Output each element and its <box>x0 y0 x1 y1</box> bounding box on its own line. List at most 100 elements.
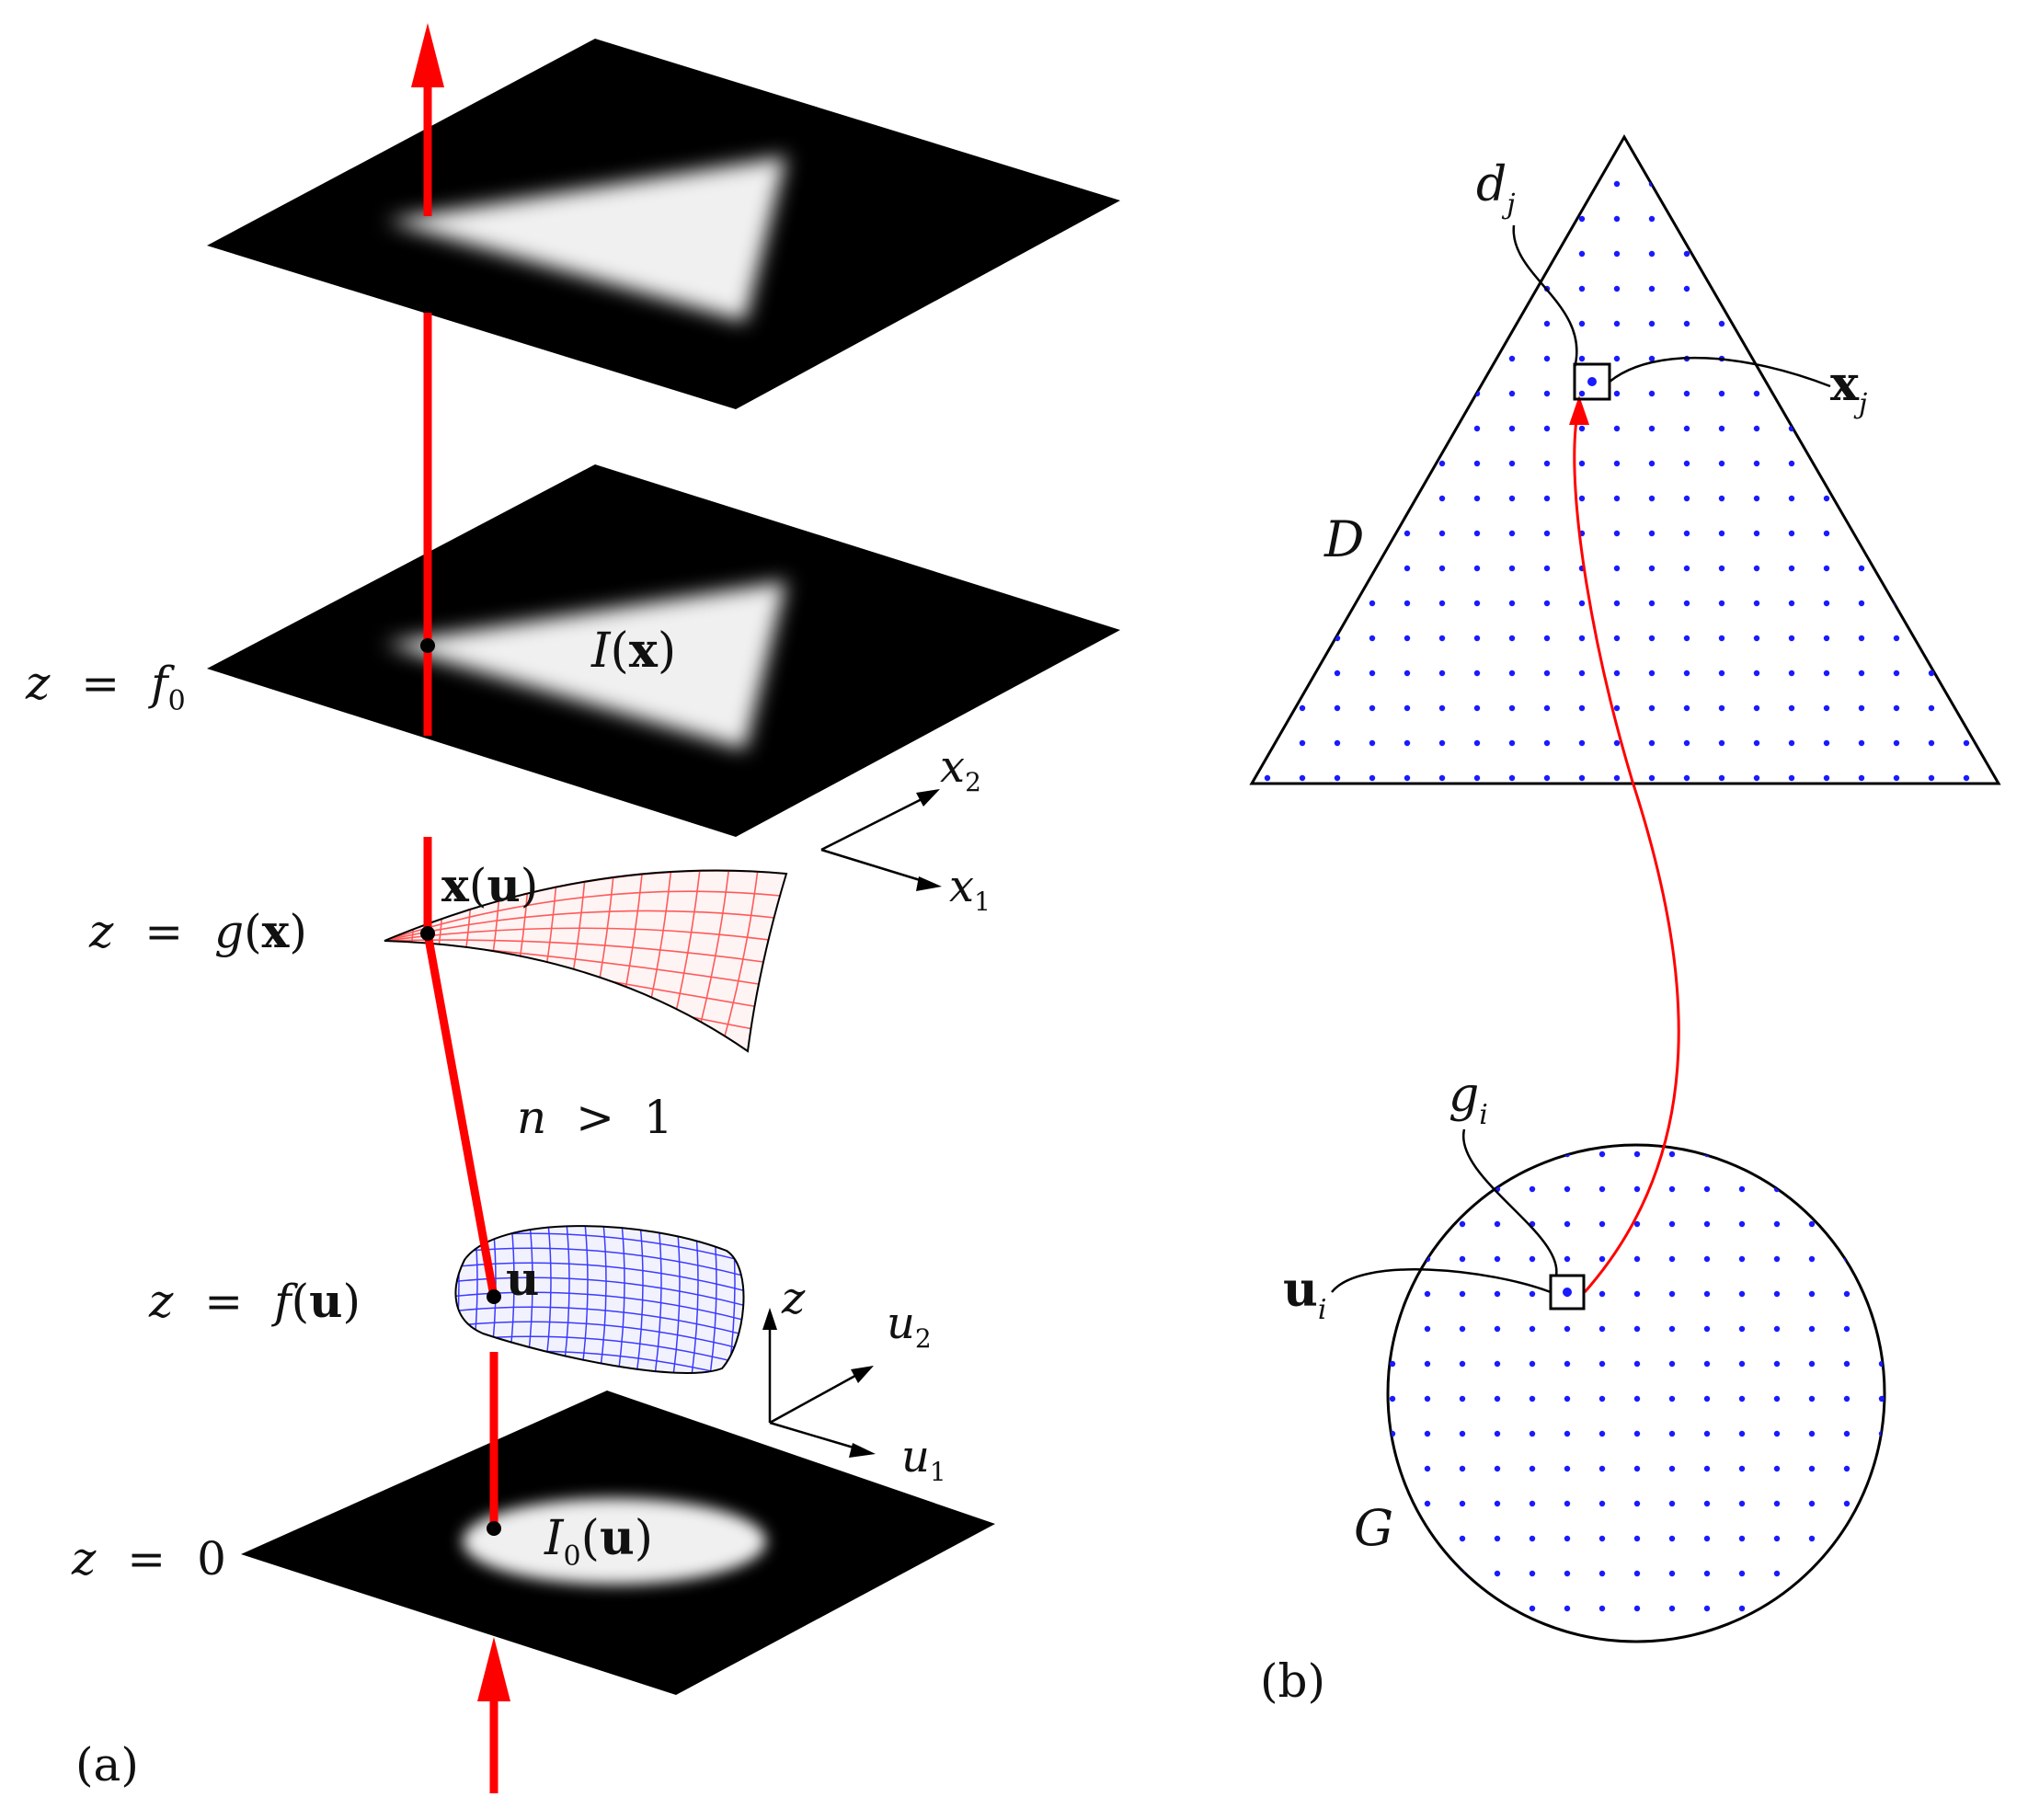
triangle-grid-dot <box>1753 530 1760 537</box>
triangle-grid-dot <box>1928 774 1935 782</box>
triangle-grid-dot <box>1369 495 1376 502</box>
triangle-grid-dot <box>1334 670 1341 677</box>
triangle-grid-dot <box>1648 530 1656 537</box>
triangle-grid-dot <box>1683 565 1690 572</box>
triangle-grid-dot <box>1264 495 1271 502</box>
circle-grid-dot <box>1633 1325 1641 1333</box>
circle-grid-dot <box>1703 1325 1711 1333</box>
circle-grid-dot <box>1668 1535 1676 1542</box>
triangle-grid-dot <box>1928 180 1935 188</box>
triangle-grid-dot <box>1858 600 1865 607</box>
triangle-grid-dot <box>1928 355 1935 362</box>
triangle-grid-dot <box>1683 739 1690 747</box>
circle-grid-dot <box>1564 1255 1571 1263</box>
triangle-grid-dot <box>1369 215 1376 223</box>
circle-grid-dot <box>1494 1325 1501 1333</box>
circle-grid-dot <box>1424 1570 1431 1577</box>
triangle-grid-dot <box>1753 250 1760 258</box>
triangle-grid-dot <box>1508 635 1516 642</box>
triangle-grid-dot <box>1334 250 1341 258</box>
triangle-grid-dot <box>1543 739 1551 747</box>
triangle-grid-dot <box>1823 635 1830 642</box>
circle-grid-dot <box>1459 1605 1466 1612</box>
triangle-grid-dot <box>1578 390 1586 397</box>
triangle-grid-dot <box>1928 285 1935 292</box>
top-image-plane <box>207 39 1120 409</box>
triangle-grid-dot <box>1508 495 1516 502</box>
circle-grid-dot <box>1564 1395 1571 1402</box>
triangle-grid-dot <box>1788 460 1795 467</box>
triangle-grid-dot <box>1473 565 1481 572</box>
triangle-grid-dot <box>1613 495 1621 502</box>
triangle-grid-dot <box>1648 215 1656 223</box>
triangle-grid-dot <box>1928 495 1935 502</box>
caption-b: (b) <box>1260 1654 1325 1708</box>
circle-grid-dot <box>1424 1325 1431 1333</box>
label-I0-u: I0(u) <box>544 1510 653 1573</box>
triangle-grid-dot <box>1508 670 1516 677</box>
circle-grid-dot <box>1494 1500 1501 1507</box>
circle-grid-dot <box>1564 1500 1571 1507</box>
triangle-grid-dot <box>1543 425 1551 432</box>
triangle-grid-dot <box>1648 635 1656 642</box>
circle-grid-dot <box>1633 1430 1641 1437</box>
triangle-grid-dot <box>1578 425 1586 432</box>
triangle-grid-dot <box>1264 250 1271 258</box>
triangle-grid-dot <box>1753 600 1760 607</box>
triangle-grid-dot <box>1369 390 1376 397</box>
target-cell-point <box>1587 377 1597 386</box>
triangle-grid-dot <box>1369 285 1376 292</box>
triangle-grid-dot <box>1683 250 1690 258</box>
triangle-grid-dot <box>1893 320 1900 327</box>
triangle-grid-dot <box>1718 250 1725 258</box>
circle-grid-dot <box>1633 1465 1641 1472</box>
triangle-grid-dot <box>1334 355 1341 362</box>
triangle-grid-dot <box>1683 495 1690 502</box>
circle-grid-dot <box>1529 1290 1536 1298</box>
circle-grid-dot <box>1633 1360 1641 1368</box>
circle-grid-dot <box>1598 1290 1606 1298</box>
triangle-grid-dot <box>1299 495 1306 502</box>
circle-grid-dot <box>1459 1535 1466 1542</box>
triangle-grid-dot <box>1823 285 1830 292</box>
circle-grid-dot <box>1389 1570 1396 1577</box>
triangle-grid-dot <box>1299 739 1306 747</box>
triangle-grid-dot <box>1543 704 1551 712</box>
triangle-grid-dot <box>1893 739 1900 747</box>
triangle-grid-dot <box>1893 285 1900 292</box>
circle-grid-dot <box>1808 1360 1816 1368</box>
triangle-grid-dot <box>1264 530 1271 537</box>
triangle-grid-dot <box>1893 495 1900 502</box>
triangle-grid-dot <box>1299 285 1306 292</box>
circle-grid-dot <box>1738 1185 1746 1193</box>
circle-grid-dot <box>1494 1570 1501 1577</box>
triangle-grid-dot <box>1823 180 1830 188</box>
source-cell-point <box>1563 1288 1572 1297</box>
circle-grid-dot <box>1843 1430 1850 1437</box>
triangle-grid-dot <box>1438 670 1446 677</box>
label-z-0: z = 0 <box>71 1532 226 1585</box>
triangle-grid-dot <box>1823 530 1830 537</box>
circle-grid-dot <box>1668 1290 1676 1298</box>
triangle-grid-dot <box>1753 460 1760 467</box>
triangle-grid-dot <box>1438 320 1446 327</box>
triangle-grid-dot <box>1928 704 1935 712</box>
mapping-arrowhead <box>1569 395 1589 425</box>
label-z-f0: z = f0 <box>25 657 186 717</box>
triangle-grid-dot <box>1264 215 1271 223</box>
circle-grid-dot <box>1843 1325 1850 1333</box>
circle-grid-dot <box>1878 1570 1885 1577</box>
triangle-grid-dot <box>1963 250 1970 258</box>
triangle-grid-dot <box>1648 670 1656 677</box>
triangle-grid-dot <box>1578 774 1586 782</box>
triangle-grid-dot <box>1264 180 1271 188</box>
circle-grid-dot <box>1598 1570 1606 1577</box>
circle-grid-dot <box>1843 1185 1850 1193</box>
triangle-grid-dot <box>1928 739 1935 747</box>
circle-grid-dot <box>1598 1395 1606 1402</box>
triangle-grid-dot <box>1404 215 1411 223</box>
triangle-grid-dot <box>1823 565 1830 572</box>
circle-grid-dot <box>1808 1185 1816 1193</box>
circle-grid-dot <box>1424 1290 1431 1298</box>
triangle-grid-dot <box>1648 320 1656 327</box>
